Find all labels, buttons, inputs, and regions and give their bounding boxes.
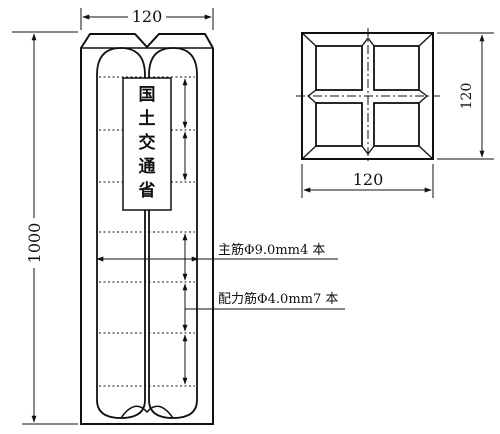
top-center-lines	[296, 28, 440, 164]
stamp-char-1: 国	[139, 85, 156, 105]
rebar-bottom-cusp	[120, 405, 174, 419]
top-width-label: 120	[353, 170, 384, 189]
stamp-char-5: 省	[138, 180, 156, 201]
hoop-rebar-label: 配力筋Φ4.0mm7 本	[218, 291, 338, 307]
front-height-label: 1000	[25, 223, 44, 264]
stamp-char-2: 土	[139, 108, 156, 129]
stamp-char-4: 通	[139, 157, 156, 177]
front-view	[80, 33, 214, 425]
top-pockets	[315, 45, 420, 147]
top-width-dimension	[301, 164, 434, 198]
stamp-text: 国 土 交 通 省	[138, 85, 156, 201]
rebar-loop-right	[148, 47, 198, 419]
top-height-label: 120	[459, 83, 475, 110]
top-height-dimension	[437, 32, 494, 160]
rebar-loop-left	[96, 47, 146, 419]
post-outline	[80, 33, 214, 425]
stamp-box	[122, 77, 172, 211]
top-view	[296, 28, 440, 164]
front-width-label: 120	[132, 7, 163, 26]
main-rebar-label: 主筋Φ9.0mm4 本	[218, 242, 325, 258]
front-height-dimension	[12, 31, 78, 425]
stamp-char-3: 交	[139, 132, 156, 153]
